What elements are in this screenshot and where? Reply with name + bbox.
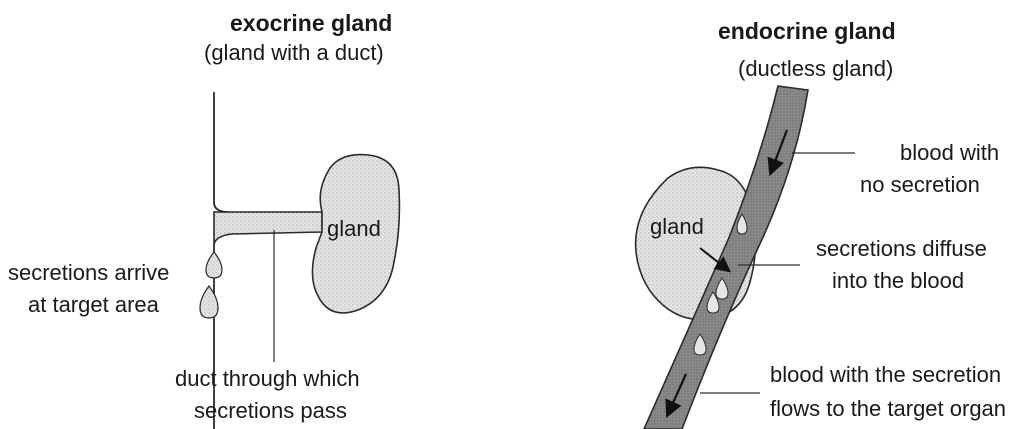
duct-label-line2: secretions pass	[194, 398, 347, 424]
no-secretion-line2: no secretion	[860, 172, 980, 198]
with-secretion-line2: flows to the target organ	[770, 396, 1006, 422]
endocrine-gland-label: gland	[650, 214, 704, 240]
target-label-line2: at target area	[28, 292, 159, 318]
endocrine-subtitle: (ductless gland)	[738, 56, 893, 82]
endocrine-title: endocrine gland	[718, 18, 896, 44]
exocrine-duct	[214, 212, 322, 246]
diffuse-line2: into the blood	[832, 268, 964, 294]
exocrine-droplet-upper	[206, 252, 222, 278]
exocrine-droplet-lower	[200, 286, 218, 318]
diffuse-line1: secretions diffuse	[816, 236, 987, 262]
duct-label-line1: duct through which	[175, 366, 360, 392]
with-secretion-line1: blood with the secretion	[770, 362, 1001, 388]
exocrine-gland-label: gland	[327, 216, 381, 242]
exocrine-target-wall	[214, 92, 228, 212]
target-label-line1: secretions arrive	[8, 260, 169, 286]
exocrine-subtitle: (gland with a duct)	[204, 40, 384, 66]
no-secretion-line1: blood with	[900, 140, 999, 166]
exocrine-title: exocrine gland	[230, 10, 392, 36]
